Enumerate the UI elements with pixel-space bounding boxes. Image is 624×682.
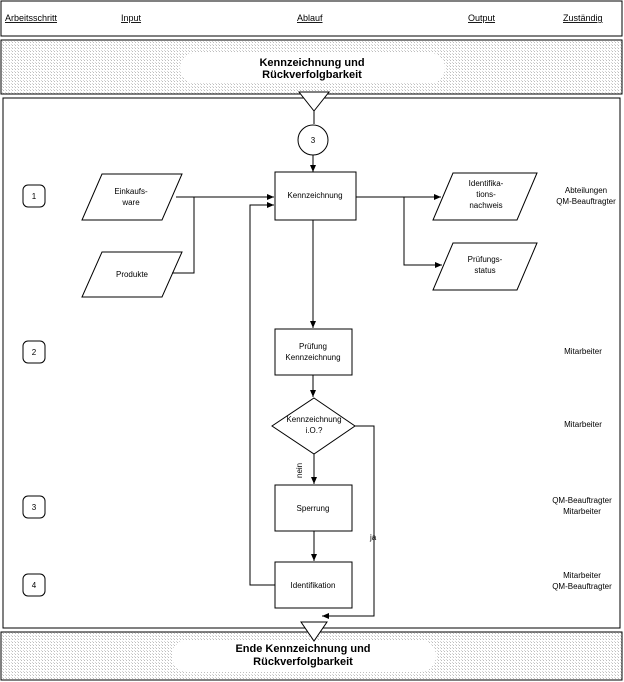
output-ident-label-line2: tions- bbox=[476, 190, 496, 199]
responsible-step3-line2: Mitarbeiter bbox=[563, 507, 601, 516]
step-badge-4 bbox=[22, 573, 46, 597]
process-pruefung-kennzeichnung bbox=[274, 328, 353, 376]
responsible-step3-line1: QM-Beauftragter bbox=[552, 496, 612, 505]
input-einkaufsware bbox=[81, 173, 183, 221]
process-identifikation-label: Identifikation bbox=[291, 581, 336, 590]
end-banner-pill bbox=[172, 640, 436, 672]
input-produkte-label: Produkte bbox=[116, 270, 149, 279]
step-badge-4-label: 4 bbox=[32, 581, 37, 590]
step-badge-3 bbox=[22, 495, 46, 519]
start-banner-pill bbox=[180, 53, 445, 83]
end-banner-title-line2: Rückverfolgbarkeit bbox=[253, 656, 353, 668]
column-header-ablauf: Ablauf bbox=[297, 13, 323, 23]
connector-label: 3 bbox=[311, 136, 316, 145]
decision-label-line2: i.O.? bbox=[306, 426, 323, 435]
process-sperrung-label: Sperrung bbox=[297, 504, 330, 513]
output-ident-label-line1: Identifika- bbox=[469, 179, 504, 188]
output-pruef-label-line2: status bbox=[474, 266, 495, 275]
header-row bbox=[0, 0, 623, 37]
column-header-input: Input bbox=[121, 13, 142, 23]
step-badge-1 bbox=[22, 184, 46, 208]
responsible-step1-line2: QM-Beauftragter bbox=[556, 197, 616, 206]
process-pruefung-label-line1: Prüfung bbox=[299, 342, 327, 351]
process-pruefung-label-line2: Kennzeichnung bbox=[285, 353, 340, 362]
start-banner-title-line1: Kennzeichnung und bbox=[259, 57, 364, 69]
responsible-step4-line2: QM-Beauftragter bbox=[552, 582, 612, 591]
edge-label-ja: ja bbox=[369, 533, 377, 542]
step-badge-1-label: 1 bbox=[32, 192, 37, 201]
column-header-output: Output bbox=[468, 13, 496, 23]
responsible-step1-line1: Abteilungen bbox=[565, 186, 607, 195]
process-kennzeichnung-label: Kennzeichnung bbox=[287, 191, 342, 200]
column-header-arbeitsschritt: Arbeitsschritt bbox=[5, 13, 58, 23]
start-banner-title-line2: Rückverfolgbarkeit bbox=[262, 69, 362, 81]
start-triangle bbox=[297, 91, 331, 112]
input-einkaufsware-label-line1: Einkaufs- bbox=[114, 187, 148, 196]
edge-label-nein: nein bbox=[295, 463, 304, 478]
decision-label-line1: Kennzeichnung bbox=[286, 415, 341, 424]
output-identifikationsnachweis bbox=[432, 172, 538, 221]
end-banner-title-line1: Ende Kennzeichnung und bbox=[235, 643, 370, 655]
output-pruefungsstatus bbox=[432, 242, 538, 291]
responsible-step4-line1: Mitarbeiter bbox=[563, 571, 601, 580]
step-badge-2 bbox=[22, 340, 46, 364]
responsible-step2: Mitarbeiter bbox=[564, 347, 602, 356]
process-sperrung bbox=[274, 484, 353, 532]
end-triangle bbox=[300, 621, 328, 642]
process-kennzeichnung bbox=[274, 171, 357, 221]
input-produkte bbox=[81, 251, 183, 298]
input-einkaufsware-label-line2: ware bbox=[121, 198, 140, 207]
output-ident-label-line3: nachweis bbox=[469, 201, 502, 210]
responsible-decision: Mitarbeiter bbox=[564, 420, 602, 429]
column-header-zustaendig: Zuständig bbox=[563, 13, 603, 23]
step-badge-3-label: 3 bbox=[32, 503, 37, 512]
step-badge-2-label: 2 bbox=[32, 348, 37, 357]
output-pruef-label-line1: Prüfungs- bbox=[468, 255, 503, 264]
